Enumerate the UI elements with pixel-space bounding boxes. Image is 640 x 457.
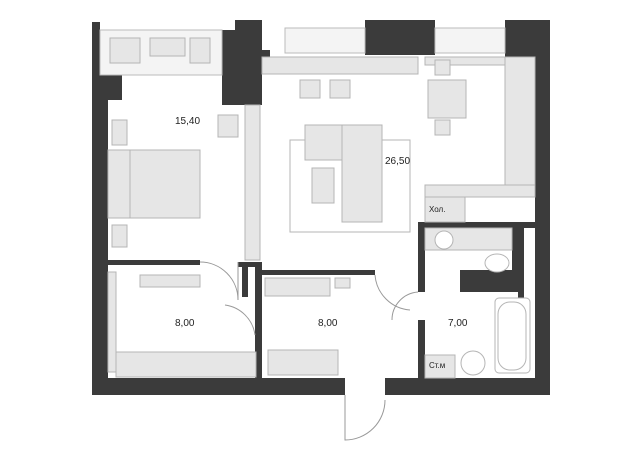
- door-swings: [199, 261, 419, 441]
- bedroom-area-label: 15,40: [175, 116, 201, 127]
- dining-table: [427, 79, 467, 119]
- kitchen-counter: [504, 56, 536, 196]
- wardrobe: [244, 104, 261, 261]
- fridge-label: Хол.: [429, 205, 446, 214]
- fridge: [424, 196, 466, 223]
- hall-area-label: 8,00: [318, 318, 338, 329]
- living-shelf: [261, 56, 419, 75]
- bathroom-area-label: 7,00: [448, 318, 468, 329]
- living-area-label: 26,50: [385, 156, 411, 167]
- washer-label: Ст.м: [429, 361, 446, 370]
- furniture: [107, 37, 536, 379]
- walls: [92, 20, 550, 395]
- dressing-area-label: 8,00: [175, 318, 195, 329]
